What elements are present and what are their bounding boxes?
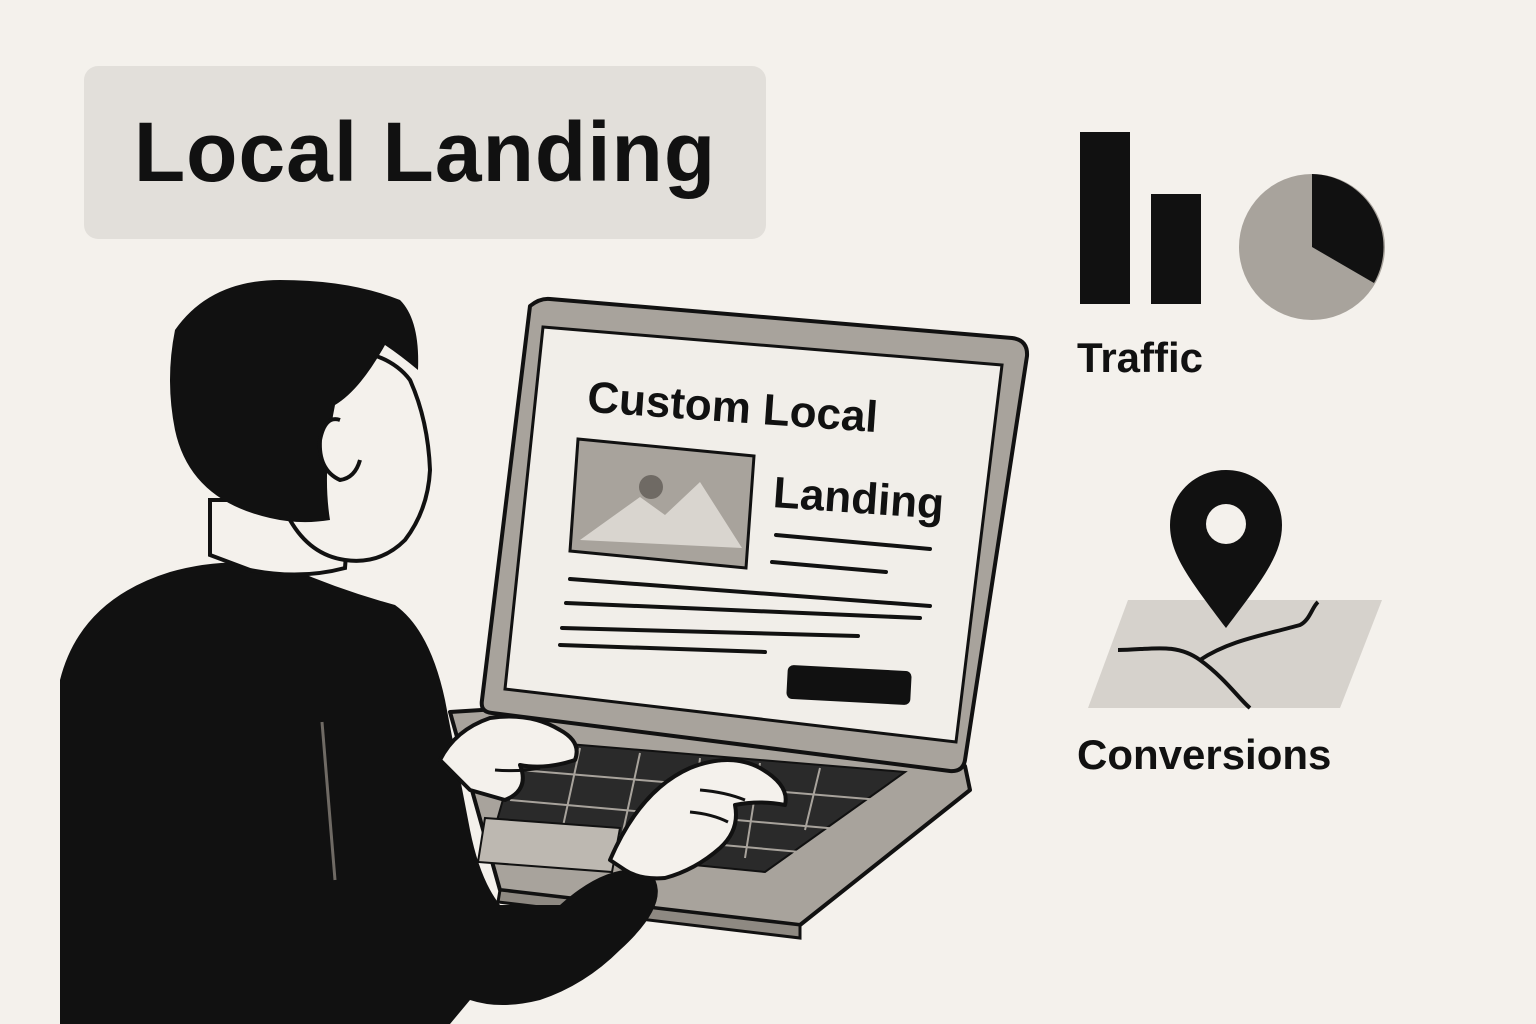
map-icon <box>1088 600 1382 710</box>
bar-chart-icon <box>1080 132 1201 304</box>
screen-cta-button <box>786 665 912 705</box>
image-placeholder-icon <box>568 437 756 570</box>
pie-chart-icon <box>1239 174 1385 320</box>
screen-heading-line2: Landing <box>772 468 946 529</box>
person <box>60 280 788 1024</box>
location-pin-icon <box>1170 470 1282 628</box>
conversions-label: Conversions <box>1077 731 1332 778</box>
page-title: Local Landing <box>133 105 717 199</box>
traffic-label: Traffic <box>1077 334 1204 381</box>
title-badge: Local Landing <box>84 66 766 239</box>
